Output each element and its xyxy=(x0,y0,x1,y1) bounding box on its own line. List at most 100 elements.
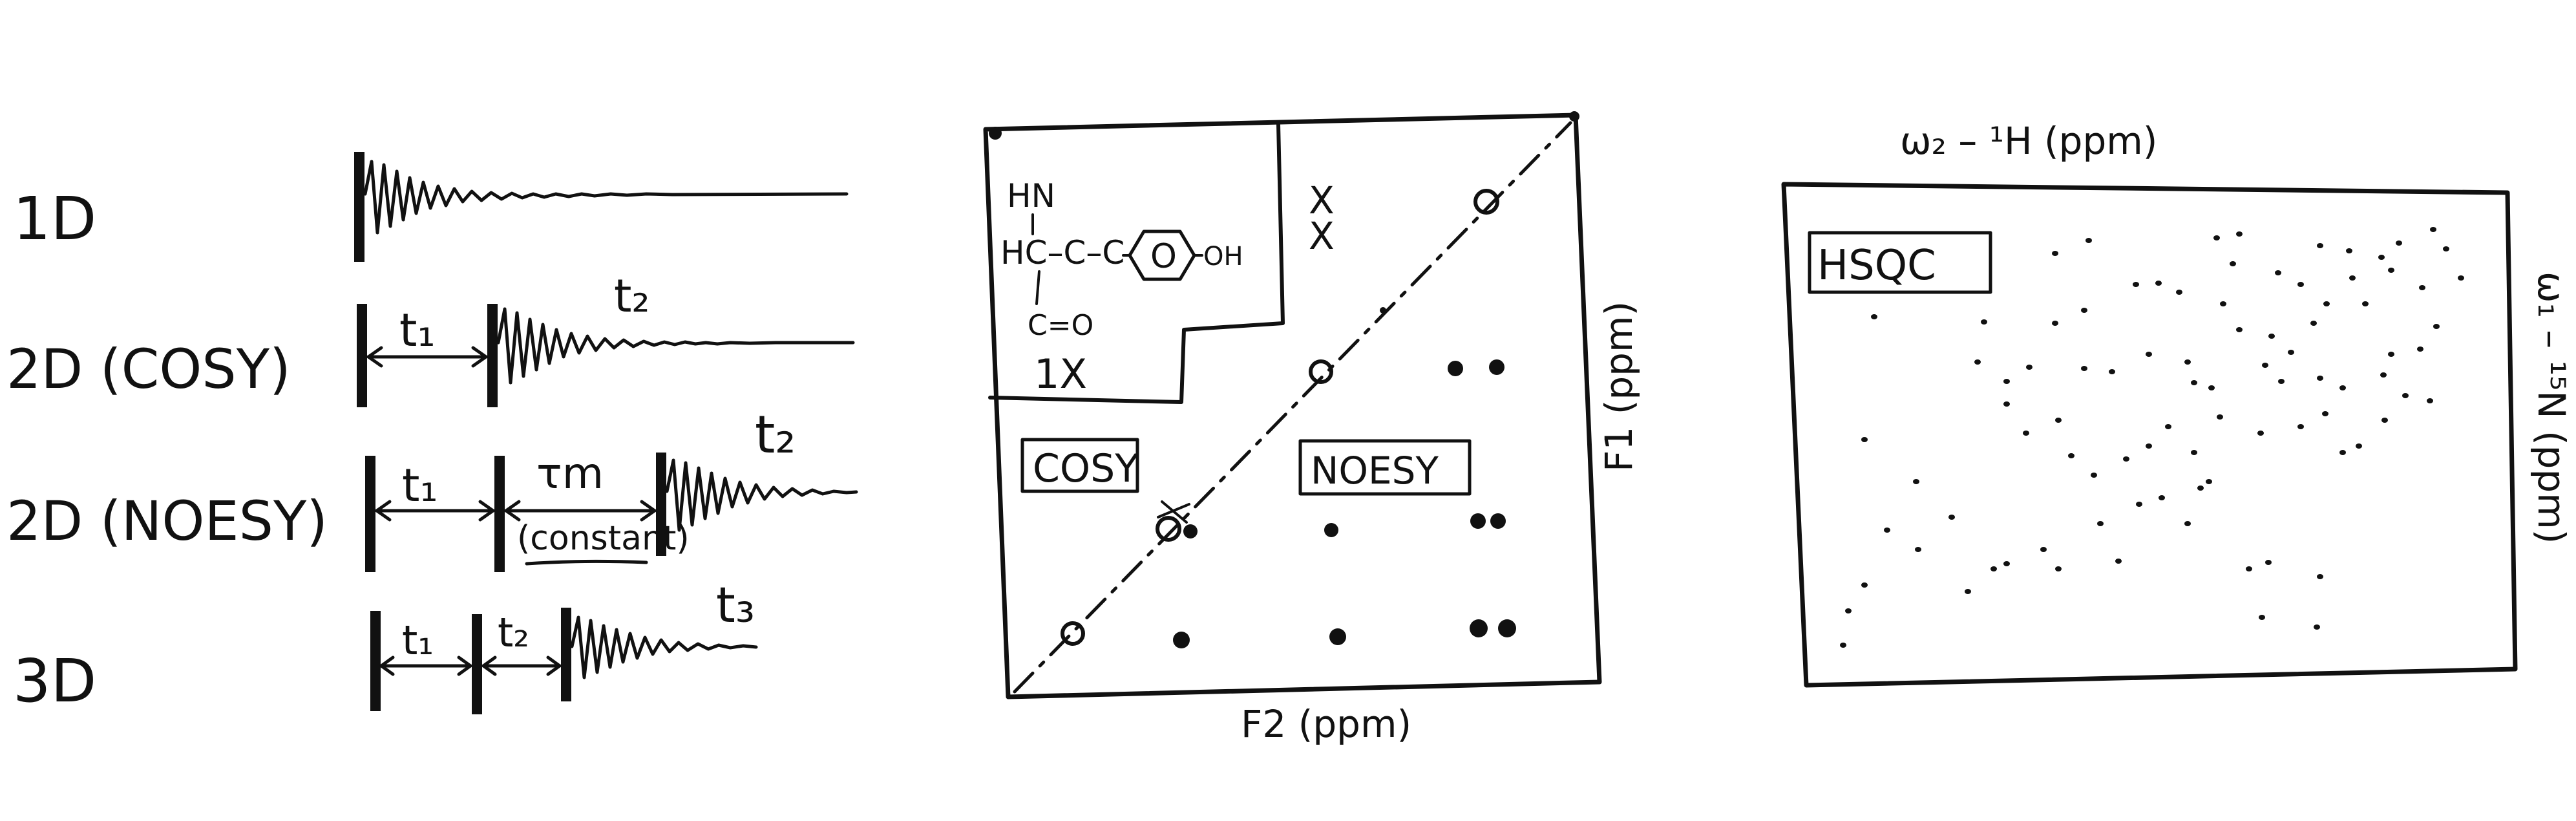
hsqc-peak xyxy=(2026,365,2032,370)
hsqc-peak xyxy=(1845,608,1852,613)
hsqc-peak xyxy=(1965,589,1971,594)
hsqc-peak xyxy=(2081,308,2087,313)
hsqc-peak xyxy=(2230,261,2236,266)
hsqc-peak xyxy=(2109,369,2115,374)
hsqc-peak xyxy=(2262,363,2268,368)
hsqc-panel: HSQC ω₂ – ¹H (ppm) ω₁ – ¹⁵N (ppm) xyxy=(1781,119,2573,688)
spectrum-diagonal xyxy=(1013,121,1572,694)
cross-peak xyxy=(1470,513,1486,529)
hsqc-peak xyxy=(1861,437,1868,442)
hsqc-peak xyxy=(2419,285,2425,290)
pulse-bar xyxy=(656,453,666,556)
hsqc-peak xyxy=(2268,334,2275,339)
row-label-3d: 3D xyxy=(13,646,96,716)
hsqc-peak xyxy=(2236,327,2243,332)
row-label-2d-noesy: 2D (NOESY) xyxy=(6,489,328,553)
cross-peak xyxy=(1173,632,1190,648)
tm-arrow-heads xyxy=(504,500,657,522)
spectrum-frame xyxy=(983,112,1602,699)
hsqc-peak xyxy=(2380,372,2387,378)
cross-peak xyxy=(1498,619,1516,637)
hsqc-peak xyxy=(2297,282,2304,287)
hsqc-peak xyxy=(2184,521,2191,526)
hsqc-peak xyxy=(2208,385,2215,390)
hsqc-top-axis-label: ω₂ – ¹H (ppm) xyxy=(1900,119,2157,163)
hsqc-peak xyxy=(2317,243,2323,248)
tm-label: τm xyxy=(536,449,604,498)
molecule-co: C=O xyxy=(1028,309,1093,342)
hsqc-peak xyxy=(2378,255,2385,260)
hsqc-peak xyxy=(1840,643,1846,648)
hsqc-frame xyxy=(1781,182,2518,688)
fid-signal xyxy=(665,458,858,532)
hsqc-peak xyxy=(2430,227,2436,232)
hsqc-peak xyxy=(2339,385,2346,390)
hsqc-peak xyxy=(1884,528,1890,533)
hsqc-peak xyxy=(2040,547,2047,552)
pulse-bar xyxy=(354,152,364,262)
hsqc-peak xyxy=(2396,240,2402,246)
hsqc-peak xyxy=(2339,450,2346,455)
hsqc-peak xyxy=(2220,301,2226,306)
pulse-sequence-panel: 1D 2D (COSY) 2D (NOESY) 3D t₁ t₂ t₁ xyxy=(6,152,858,716)
hsqc-peak xyxy=(2097,521,2104,526)
hsqc-peak xyxy=(2217,414,2223,420)
hsqc-peak xyxy=(2278,379,2285,384)
hsqc-peak xyxy=(2349,275,2356,281)
hsqc-peak xyxy=(2458,275,2464,281)
molecule-bond xyxy=(1035,270,1040,305)
hsqc-peak xyxy=(2085,238,2092,243)
hsqc-peak xyxy=(2356,443,2362,449)
hsqc-peak xyxy=(2388,352,2394,357)
hsqc-peak xyxy=(2322,411,2328,416)
hsqc-peak xyxy=(2133,282,2139,287)
hsqc-peak xyxy=(2115,559,2122,564)
hsqc-peak xyxy=(2052,321,2058,326)
hsqc-peak xyxy=(2362,301,2369,306)
hsqc-peak xyxy=(2191,380,2197,385)
hsqc-peak xyxy=(1974,359,1981,365)
hsqc-peak xyxy=(1948,515,1955,520)
hsqc-peak xyxy=(2417,347,2423,352)
molecule-oh: OH xyxy=(1203,242,1243,272)
hsqc-peak xyxy=(1915,547,1921,552)
pulse-bar xyxy=(494,456,505,572)
hsqc-peak xyxy=(2265,560,2272,565)
diagonal-peak xyxy=(1309,359,1333,384)
noesy-box xyxy=(1298,439,1472,496)
pulse-bar xyxy=(370,611,381,711)
t1-label: t₁ xyxy=(402,617,434,664)
hsqc-peak xyxy=(1861,582,1868,588)
t1-label: t₁ xyxy=(402,459,438,512)
mark-x-bottom: X xyxy=(1309,214,1335,258)
hsqc-peak xyxy=(2055,418,2062,423)
molecule-box xyxy=(988,122,1285,404)
cosy-label: COSY xyxy=(1033,446,1139,491)
hsqc-peak xyxy=(2055,566,2062,571)
hsqc-peak xyxy=(2381,418,2388,423)
hsqc-peak xyxy=(2165,424,2171,429)
hsqc-peak xyxy=(2003,401,2010,407)
diagonal-peak xyxy=(1061,621,1085,646)
cross-peak xyxy=(1324,523,1338,537)
hsqc-peak-field xyxy=(1840,227,2464,648)
row-label-2d-cosy: 2D (COSY) xyxy=(6,337,291,401)
hsqc-peak xyxy=(2388,268,2394,273)
hsqc-peak xyxy=(2275,270,2281,275)
hsqc-box xyxy=(1808,231,1992,294)
pulse-bar xyxy=(561,608,571,701)
hsqc-peak xyxy=(2176,290,2182,295)
hsqc-peak xyxy=(2310,321,2317,326)
t3-label: t₃ xyxy=(716,576,755,634)
t1-label: t₁ xyxy=(399,304,436,357)
hsqc-peak xyxy=(2288,350,2294,355)
pulse-bar xyxy=(357,304,367,407)
fid-signal xyxy=(570,615,758,679)
t1-arrow-heads xyxy=(379,656,472,676)
hsqc-right-axis-label: ω₁ – ¹⁵N (ppm) xyxy=(2529,272,2573,544)
hsqc-peak xyxy=(2197,485,2204,491)
hsqc-peak xyxy=(2081,366,2087,371)
t1-arrow-heads xyxy=(366,346,488,368)
molecule-hn: HN xyxy=(1007,177,1055,215)
t2-arrow-heads xyxy=(481,656,562,676)
